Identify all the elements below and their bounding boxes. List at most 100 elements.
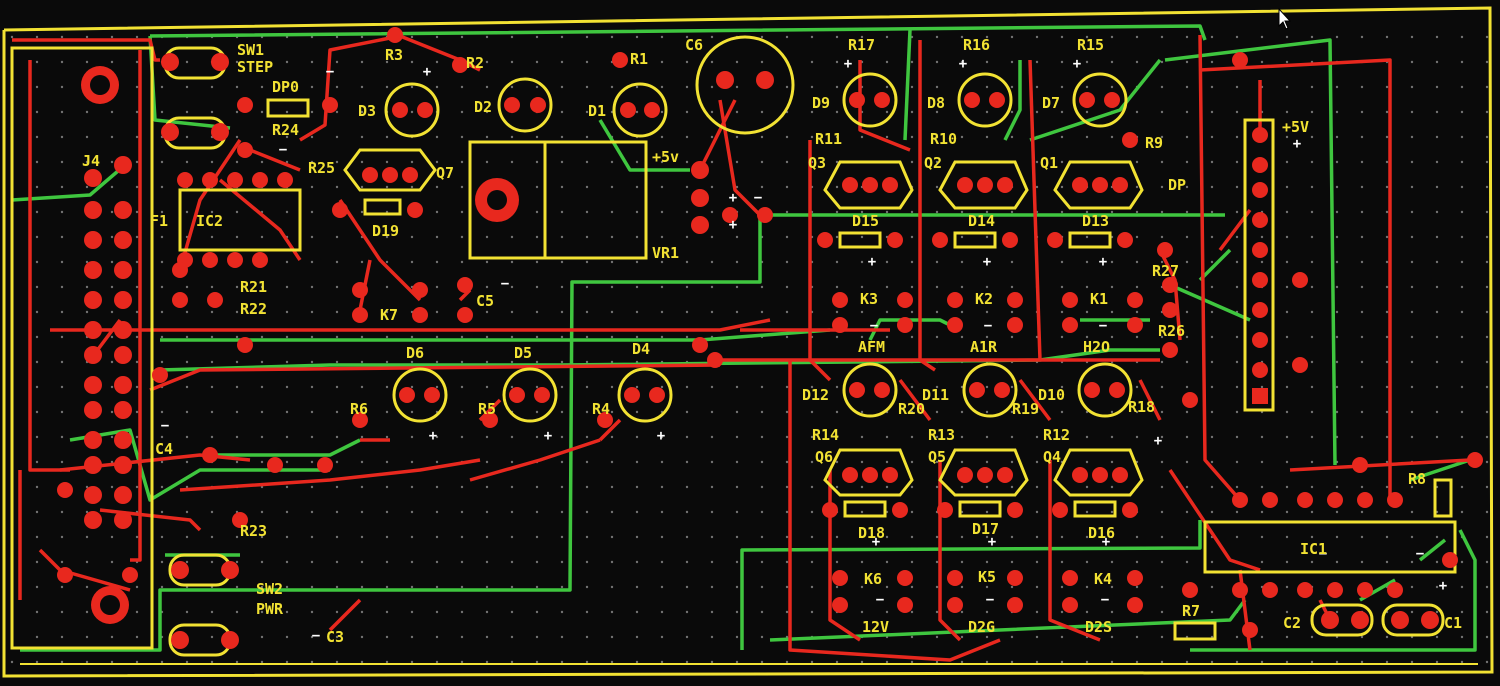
label-q5: Q5 — [928, 448, 946, 466]
svg-text:+: + — [983, 254, 991, 270]
svg-text:+: + — [868, 254, 876, 270]
svg-text:+: + — [988, 534, 996, 550]
label-r16: R16 — [963, 36, 990, 54]
label-d6: D6 — [406, 344, 424, 362]
label-r25: R25 — [308, 159, 335, 177]
label-d9: D9 — [812, 94, 830, 112]
label-sw2: SW2 — [256, 580, 283, 598]
label-r2: R2 — [466, 54, 484, 72]
label-plus5v-dp: +5V — [1282, 118, 1309, 136]
label-c1: C1 — [1444, 614, 1462, 632]
label-ic1: IC1 — [1300, 540, 1327, 558]
svg-text:+: + — [729, 190, 737, 206]
label-r10: R10 — [930, 130, 957, 148]
label-c5: C5 — [476, 292, 494, 310]
svg-text:+: + — [729, 217, 737, 233]
label-r14: R14 — [812, 426, 839, 444]
label-r19: R19 — [1012, 400, 1039, 418]
polarity-markers: + + + + + + + + + + + + + + + + + + − − … — [161, 56, 1447, 644]
svg-text:+: + — [423, 64, 431, 80]
svg-text:−: − — [986, 592, 994, 608]
label-r26: R26 — [1158, 322, 1185, 340]
label-r20: R20 — [898, 400, 925, 418]
label-r1: R1 — [630, 50, 648, 68]
svg-text:−: − — [984, 318, 992, 334]
top-layer-traces — [12, 34, 1471, 662]
label-q7: Q7 — [436, 164, 454, 182]
label-d14: D14 — [968, 212, 995, 230]
label-r5: R5 — [478, 400, 496, 418]
label-q4: Q4 — [1043, 448, 1061, 466]
svg-text:+: + — [844, 56, 852, 72]
label-c3: C3 — [326, 628, 344, 646]
label-plus5v-vr: +5v — [652, 148, 679, 166]
mouse-cursor-icon — [1278, 8, 1292, 30]
label-h2o: H2O — [1083, 338, 1110, 356]
label-a1r: A1R — [970, 338, 998, 356]
label-q3: Q3 — [808, 154, 826, 172]
label-d11: D11 — [922, 386, 949, 404]
svg-text:−: − — [326, 64, 334, 80]
label-r18: R18 — [1128, 398, 1155, 416]
label-r3: R3 — [385, 46, 403, 64]
svg-text:−: − — [501, 276, 509, 292]
label-r9: R9 — [1145, 134, 1163, 152]
label-c2: C2 — [1283, 614, 1301, 632]
label-c6: C6 — [685, 36, 703, 54]
svg-text:+: + — [1293, 136, 1301, 152]
label-r15: R15 — [1077, 36, 1104, 54]
svg-text:+: + — [1073, 56, 1081, 72]
label-j4: J4 — [82, 152, 100, 170]
label-k4: K4 — [1094, 570, 1112, 588]
label-k3: K3 — [860, 290, 878, 308]
board-outline — [2, 6, 1494, 678]
label-d10: D10 — [1038, 386, 1065, 404]
label-r17: R17 — [848, 36, 875, 54]
svg-text:−: − — [876, 592, 884, 608]
label-r4: R4 — [592, 400, 610, 418]
label-step: STEP — [237, 58, 273, 76]
label-r27: R27 — [1152, 262, 1179, 280]
svg-text:+: + — [657, 428, 665, 444]
label-d13: D13 — [1082, 212, 1109, 230]
svg-text:+: + — [1439, 578, 1447, 594]
label-r8: R8 — [1408, 470, 1426, 488]
label-d2g: D2G — [968, 618, 995, 636]
label-r22: R22 — [240, 300, 267, 318]
svg-text:−: − — [312, 628, 320, 644]
label-k7: K7 — [380, 306, 398, 324]
svg-text:+: + — [872, 534, 880, 550]
label-r13: R13 — [928, 426, 955, 444]
label-r12: R12 — [1043, 426, 1070, 444]
label-d15: D15 — [852, 212, 879, 230]
label-d18: D18 — [858, 524, 885, 542]
label-dp0: DP0 — [272, 78, 299, 96]
label-q1: Q1 — [1040, 154, 1058, 172]
label-d17: D17 — [972, 520, 999, 538]
label-k5: K5 — [978, 568, 996, 586]
label-d4: D4 — [632, 340, 650, 358]
svg-text:+: + — [1102, 534, 1110, 550]
svg-text:−: − — [279, 142, 287, 158]
svg-text:−: − — [1099, 318, 1107, 334]
label-k1: K1 — [1090, 290, 1108, 308]
label-d19: D19 — [372, 222, 399, 240]
svg-text:−: − — [161, 418, 169, 434]
label-r6: R6 — [350, 400, 368, 418]
svg-text:−: − — [1319, 546, 1327, 562]
label-k2: K2 — [975, 290, 993, 308]
component-labels: SW1 STEP DP0 R24 R25 R3 D3 R2 D2 R1 D1 C… — [82, 36, 1462, 646]
label-r11: R11 — [815, 130, 842, 148]
label-r24: R24 — [272, 121, 299, 139]
svg-text:+: + — [959, 56, 967, 72]
label-q2: Q2 — [924, 154, 942, 172]
label-vr1: VR1 — [652, 244, 679, 262]
label-d2: D2 — [474, 98, 492, 116]
svg-text:−: − — [1101, 592, 1109, 608]
pads — [57, 27, 1483, 649]
label-q6: Q6 — [815, 448, 833, 466]
label-12v: 12V — [862, 618, 889, 636]
label-d3: D3 — [358, 102, 376, 120]
svg-text:−: − — [754, 190, 762, 206]
